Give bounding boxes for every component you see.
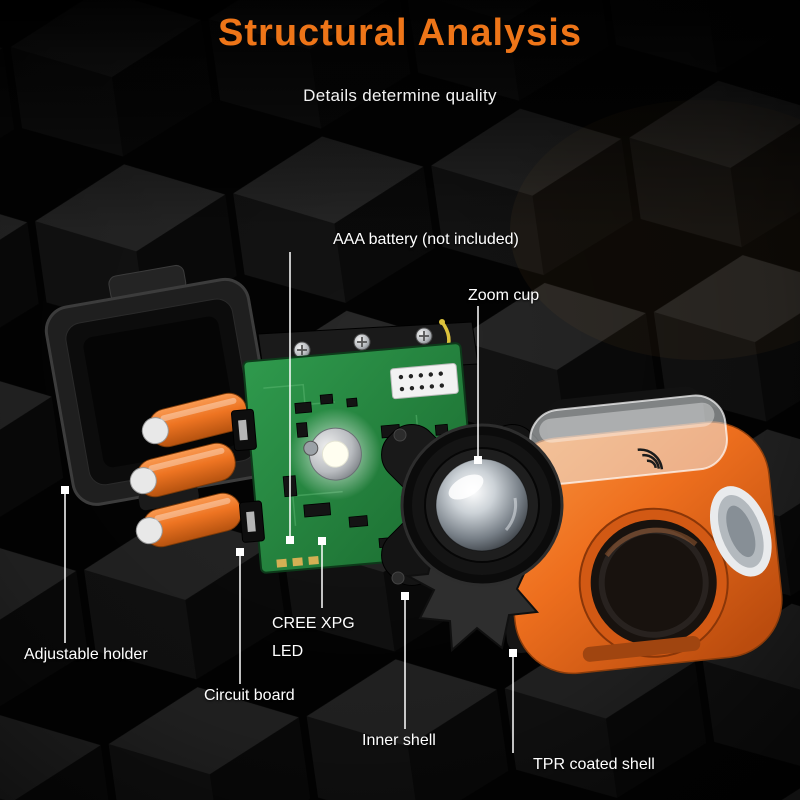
shell-side-lens: [709, 486, 772, 577]
aaa-batteries-image: [129, 392, 248, 548]
battery-image: [135, 492, 242, 548]
adjustable-holder-callout-marker: [61, 486, 69, 494]
led-callout-marker: [318, 537, 326, 545]
label-inner-shell: Inner shell: [362, 732, 436, 749]
battery-image: [129, 442, 236, 498]
circuit-board-callout-marker: [236, 548, 244, 556]
page-title: Structural Analysis: [218, 12, 582, 54]
screw-icon: [293, 341, 311, 359]
label-circuit-board: Circuit board: [204, 687, 295, 704]
cree-led-image: [289, 408, 382, 501]
label-tpr-shell: TPR coated shell: [533, 756, 655, 773]
label-zoom-cup: Zoom cup: [468, 287, 540, 304]
inner-shell-callout-marker: [401, 592, 409, 600]
callout-lines: [61, 252, 517, 753]
zoom-cup-image: [400, 423, 564, 587]
shell-strap-slot: [582, 635, 701, 662]
page-subtitle: Details determine quality: [303, 86, 497, 105]
label-cree-led: CREE XPG LED: [272, 615, 355, 660]
shell-vent-icon: [637, 448, 664, 470]
label-adjustable-holder: Adjustable holder: [24, 646, 148, 663]
screw-icon: [353, 333, 371, 351]
label-aaa-battery: AAA battery (not included): [333, 231, 519, 248]
zoom-cup-callout-marker: [474, 456, 482, 464]
tpr-shell-callout-marker: [509, 649, 517, 657]
screw-icon: [415, 327, 433, 345]
shell-lens-opening: [578, 507, 729, 658]
battery-callout-marker: [286, 536, 294, 544]
connector-image: [389, 363, 459, 400]
